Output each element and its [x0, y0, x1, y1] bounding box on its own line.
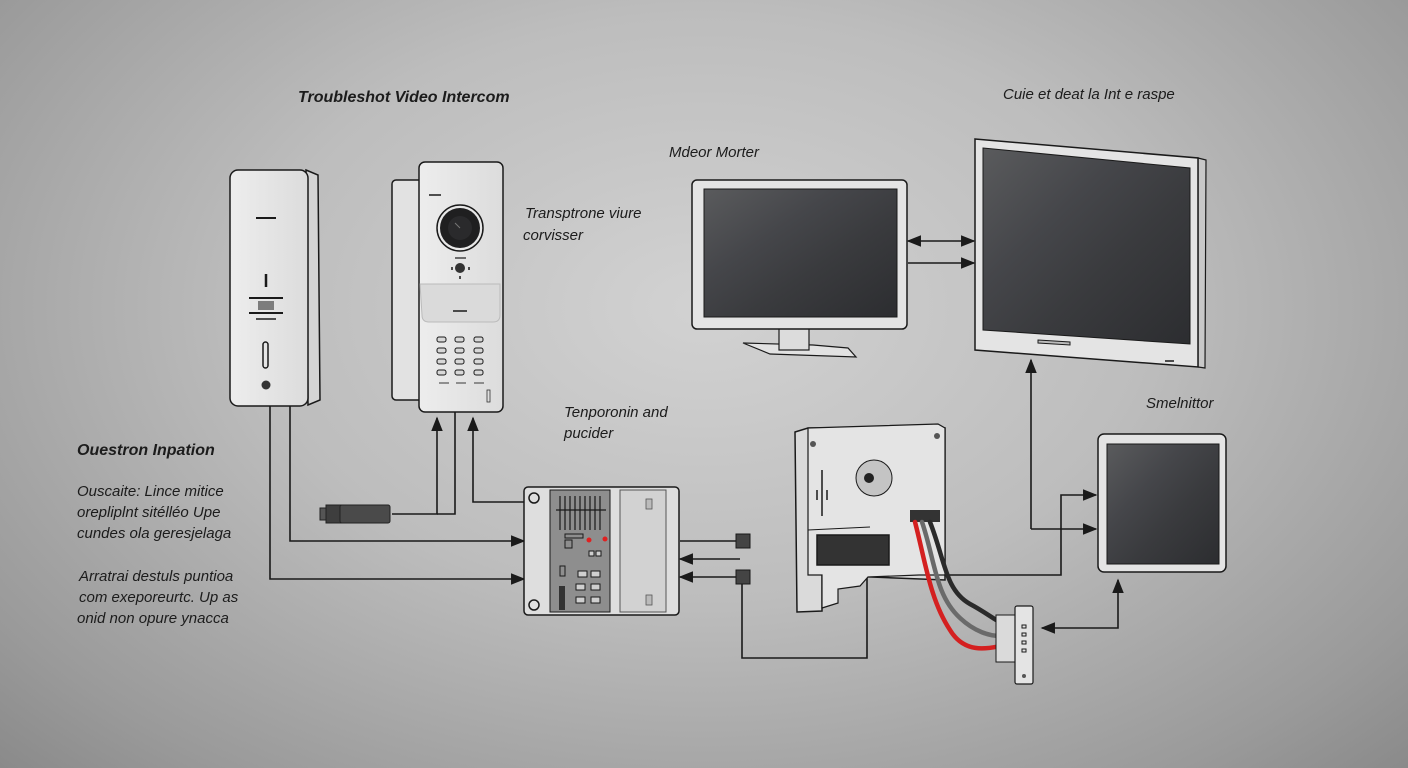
indicator: [455, 263, 465, 273]
led-2: [602, 536, 608, 542]
terminal-2: [735, 569, 751, 585]
line-camera-to-small-monitor: [940, 489, 1098, 576]
keypad: [436, 336, 484, 376]
sidebar-paragraph1-line1: Ouscaite: Lince mitice: [77, 483, 224, 500]
desk-monitor: [691, 179, 908, 358]
sidebar-paragraph1-line2: orepliplnt sitélléo Upe: [77, 504, 221, 521]
small-monitor-label: Smelnittor: [1146, 395, 1214, 412]
line-adapter-to-station-1: [392, 416, 443, 515]
door-station-label-line1: Transptrone viure: [525, 205, 642, 222]
wall-monitor: [974, 138, 1207, 369]
desk-monitor-screen: [703, 188, 898, 318]
sidebar-heading: Ouestron Inpation: [77, 442, 215, 459]
sidebar-paragraph2-line3: onid non opure ynacca: [77, 610, 229, 627]
controller-label-line2: pucider: [564, 425, 614, 442]
call-button: [261, 380, 271, 390]
display-window: [258, 301, 274, 310]
power-adapter: [319, 504, 391, 524]
small-monitor: [1097, 433, 1227, 573]
controller-label-line1: Tenporonin and: [564, 404, 668, 421]
camera-module: [794, 423, 946, 613]
sidebar-paragraph1-line3: cundes ola geresjelaga: [77, 525, 232, 542]
line-terminal-small-monitor: [1040, 578, 1124, 634]
door-station-label-line2: corvisser: [523, 227, 584, 244]
terminal-1: [735, 533, 751, 549]
door-station: [391, 161, 504, 413]
control-unit: [523, 486, 751, 616]
desk-monitor-label: Mdeor Morter: [669, 144, 760, 161]
line-adapter-to-station-2: [437, 412, 456, 515]
top-right-label: Cuie et deat la Int e raspe: [1003, 86, 1175, 103]
outdoor-panel: [229, 168, 321, 407]
small-monitor-screen: [1106, 443, 1220, 565]
wall-monitor-screen: [982, 147, 1191, 345]
led-1: [586, 537, 592, 543]
camera-module-window: [816, 534, 890, 566]
sidebar-paragraph2-line2: com exeporeurtc. Up as: [79, 589, 239, 606]
terminal-block: [995, 605, 1034, 685]
line-controller-to-station: [467, 416, 525, 503]
sidebar-paragraph2-line1: Arratrai destuls puntioa: [79, 568, 234, 585]
connection-lines: [269, 235, 1124, 659]
cables: [912, 519, 1003, 651]
diagram-title: Troubleshot Video Intercom: [298, 89, 510, 106]
heatsink-vents: [556, 496, 606, 530]
line-panel-to-controller-2: [269, 405, 526, 585]
line-panel-to-controller-1: [289, 405, 526, 547]
